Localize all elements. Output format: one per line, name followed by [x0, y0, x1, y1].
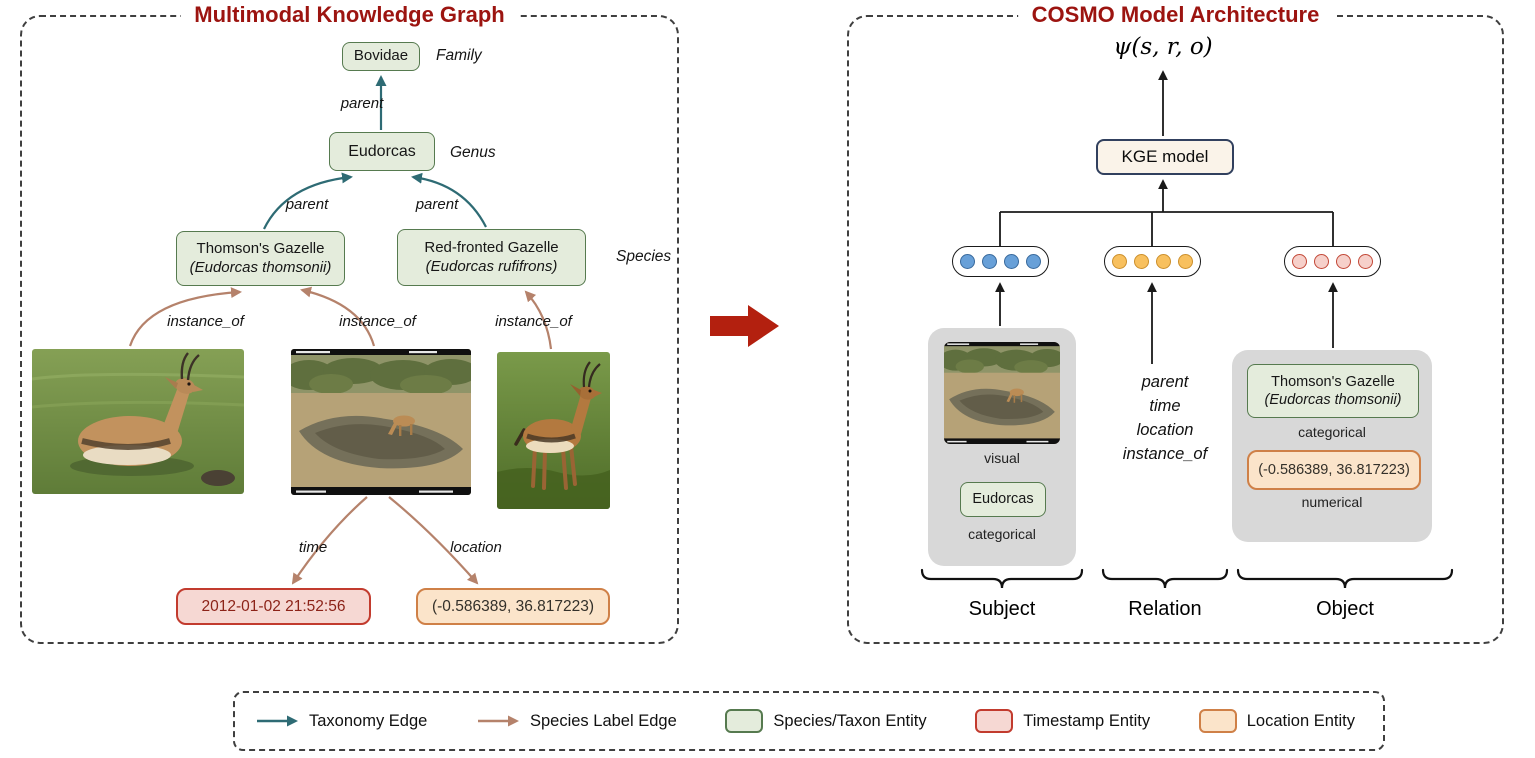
embedding-dot-icon: [1314, 254, 1329, 269]
object-categorical-caption: categorical: [1298, 424, 1366, 440]
family-entity-label: Bovidae: [353, 47, 409, 65]
species1-entity-node: Thomson's Gazelle (Eudorcas thomsonii): [176, 231, 345, 286]
instance-of-label-3: instance_of: [495, 313, 572, 330]
object-entity-name: Thomson's Gazelle: [1271, 373, 1395, 390]
time-edge-label: time: [298, 539, 328, 556]
red-fronted-gazelle-photo: [497, 352, 610, 509]
parent-edge-label-3: parent: [415, 196, 459, 213]
visual-caption: visual: [984, 450, 1020, 466]
species2-scientific-name: (Eudorcas rufifrons): [425, 257, 558, 275]
kge-model-box: KGE model: [1096, 139, 1234, 175]
instance-of-label-2: instance_of: [339, 313, 416, 330]
embedding-dot-icon: [982, 254, 997, 269]
legend-item-taxonomy-edge: Taxonomy Edge: [255, 712, 427, 731]
legend-label-species-label-edge: Species Label Edge: [529, 711, 677, 730]
object-entity-node: Thomson's Gazelle (Eudorcas thomsonii): [1247, 364, 1419, 418]
relation-group-label: Relation: [1128, 598, 1202, 620]
subject-visual-photo: [944, 342, 1060, 444]
legend: Taxonomy Edge Species Label Edge Species…: [233, 691, 1385, 751]
score-function-label: ψ(s, r, o): [1113, 34, 1213, 60]
location-edge-label: location: [450, 539, 502, 556]
species1-scientific-name: (Eudorcas thomsonii): [189, 258, 332, 276]
relation-types-list: parent time location instance_of: [1092, 370, 1238, 466]
taxonomy-edge-arrow-icon: [257, 715, 298, 727]
relation-type-location: location: [1136, 421, 1194, 439]
embedding-dot-icon: [1134, 254, 1149, 269]
kge-model-label: KGE model: [1121, 147, 1209, 166]
subject-embedding-capsule: [952, 246, 1049, 277]
embedding-dot-icon: [1156, 254, 1171, 269]
genus-rank-label: Genus: [450, 144, 496, 161]
object-numeric-value: (-0.586389, 36.817223): [1258, 461, 1410, 478]
embedding-dot-icon: [1026, 254, 1041, 269]
left-panel-title: Multimodal Knowledge Graph: [180, 2, 519, 28]
embedding-dot-icon: [960, 254, 975, 269]
location-value: (-0.586389, 36.817223): [431, 597, 595, 615]
object-group-box: Thomson's Gazelle (Eudorcas thomsonii) c…: [1232, 350, 1432, 542]
relation-embedding-capsule: [1104, 246, 1201, 277]
species1-name: Thomson's Gazelle: [196, 239, 325, 257]
location-entity-swatch: [1198, 709, 1237, 733]
right-panel-title: COSMO Model Architecture: [1017, 2, 1334, 28]
species-label-edge-arrow-icon: [477, 715, 519, 727]
parent-edge-label-1: parent: [340, 95, 384, 112]
object-numerical-caption: numerical: [1301, 494, 1363, 510]
species2-entity-node: Red-fronted Gazelle (Eudorcas rufifrons): [397, 229, 586, 286]
family-entity-node: Bovidae: [342, 42, 420, 71]
legend-label-location-entity: Location Entity: [1246, 711, 1355, 730]
species-rank-label: Species: [616, 248, 672, 265]
legend-item-location-entity: Location Entity: [1198, 709, 1355, 733]
embedding-dot-icon: [1112, 254, 1127, 269]
timestamp-entity-swatch: [975, 709, 1014, 733]
legend-label-taxonomy-edge: Taxonomy Edge: [309, 711, 428, 730]
knowledge-graph-panel: Multimodal Knowledge Graph: [20, 2, 679, 644]
instance-of-label-1: instance_of: [167, 313, 244, 330]
legend-item-species-label-edge: Species Label Edge: [476, 712, 677, 731]
location-entity-node: (-0.586389, 36.817223): [416, 588, 610, 625]
relation-type-instance-of: instance_of: [1122, 445, 1208, 463]
genus-entity-label: Eudorcas: [348, 142, 416, 160]
timestamp-entity-node: 2012-01-02 21:52:56: [176, 588, 371, 625]
embedding-dot-icon: [1336, 254, 1351, 269]
model-architecture-panel: COSMO Model Architecture: [847, 2, 1504, 644]
flow-arrow-icon: [710, 305, 779, 347]
timestamp-value: 2012-01-02 21:52:56: [201, 597, 346, 615]
subject-categorical-caption: categorical: [968, 526, 1036, 542]
subject-entity-node: Eudorcas: [960, 482, 1046, 517]
object-entity-scientific-name: (Eudorcas thomsonii): [1264, 392, 1402, 408]
subject-group-label: Subject: [968, 598, 1036, 620]
camera-trap-waterhole-photo: [291, 349, 471, 495]
species2-name: Red-fronted Gazelle: [424, 238, 559, 256]
relation-type-parent: parent: [1141, 373, 1189, 391]
object-group-label: Object: [1316, 598, 1374, 620]
subject-group-box: visual Eudorcas categorical: [928, 328, 1076, 566]
embedding-dot-icon: [1004, 254, 1019, 269]
species-taxon-entity-swatch: [725, 709, 764, 733]
embedding-dot-icon: [1178, 254, 1193, 269]
legend-item-timestamp-entity: Timestamp Entity: [975, 709, 1150, 733]
family-rank-label: Family: [436, 47, 482, 64]
legend-label-timestamp-entity: Timestamp Entity: [1023, 711, 1151, 730]
object-numeric-node: (-0.586389, 36.817223): [1247, 450, 1421, 490]
parent-edge-label-2: parent: [285, 196, 329, 213]
legend-item-species-taxon-entity: Species/Taxon Entity: [725, 709, 927, 733]
embedding-dot-icon: [1292, 254, 1307, 269]
thomsons-gazelle-photo: [32, 349, 244, 494]
legend-label-species-taxon-entity: Species/Taxon Entity: [773, 711, 927, 730]
object-embedding-capsule: [1284, 246, 1381, 277]
genus-entity-node: Eudorcas: [329, 132, 435, 171]
subject-entity-label: Eudorcas: [972, 491, 1034, 508]
embedding-dot-icon: [1358, 254, 1373, 269]
relation-type-time: time: [1149, 397, 1181, 415]
